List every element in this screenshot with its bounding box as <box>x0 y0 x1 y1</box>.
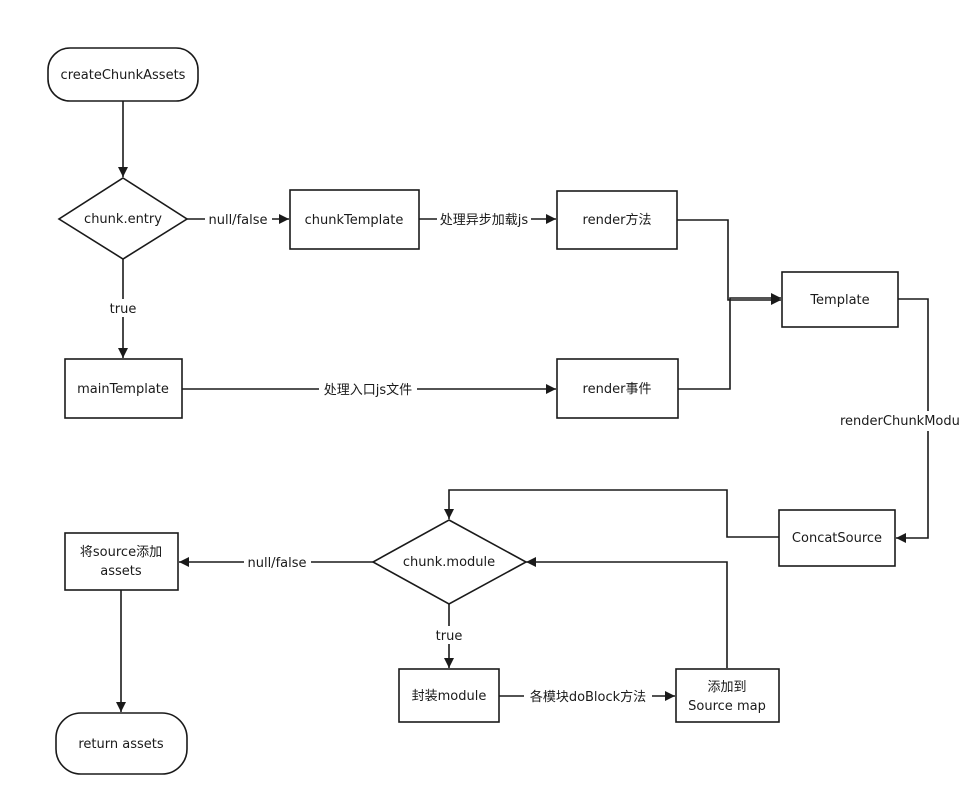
svg-text:mainTemplate: mainTemplate <box>77 382 169 397</box>
edge-sourcemap-to-chunkmodule <box>526 557 728 668</box>
edge-label-render-chunk-modules: renderChunkModules <box>840 414 959 429</box>
svg-text:添加到: 添加到 <box>707 680 746 695</box>
edge-label-module-true: true <box>436 629 463 644</box>
node-render-method: render方法 <box>556 190 678 250</box>
node-chunk-template: chunkTemplate <box>289 189 420 250</box>
svg-text:chunkTemplate: chunkTemplate <box>305 213 404 228</box>
edge-label-entry-js: 处理入口js文件 <box>324 383 412 398</box>
edge-rendermethod-to-template <box>677 219 781 305</box>
node-add-to-source-map: 添加到 Source map <box>675 668 780 723</box>
node-chunk-entry: chunk.entry <box>57 177 189 260</box>
node-template: Template <box>781 271 899 328</box>
node-create-chunk-assets: createChunkAssets <box>47 47 199 102</box>
svg-text:render事件: render事件 <box>583 382 652 397</box>
svg-text:chunk.entry: chunk.entry <box>84 212 162 227</box>
edge-label-entry-true: true <box>110 302 137 317</box>
svg-text:return assets: return assets <box>78 737 163 752</box>
svg-text:封装module: 封装module <box>412 689 487 704</box>
svg-text:render方法: render方法 <box>583 212 652 228</box>
node-chunk-module: chunk.module <box>371 519 528 605</box>
node-render-event: render事件 <box>556 358 679 419</box>
svg-text:Template: Template <box>809 293 869 308</box>
edge-renderevent-to-template <box>678 293 781 390</box>
svg-text:ConcatSource: ConcatSource <box>792 531 882 546</box>
svg-text:assets: assets <box>100 564 142 579</box>
node-return-assets: return assets <box>55 712 188 775</box>
edge-label-entry-false: null/false <box>208 213 267 228</box>
node-main-template: mainTemplate <box>64 358 183 419</box>
edge-concatsource-to-chunkmodule <box>444 489 779 538</box>
node-wrap-module: 封装module <box>398 668 500 723</box>
svg-text:将source添加: 将source添加 <box>80 545 162 560</box>
svg-text:createChunkAssets: createChunkAssets <box>61 68 186 83</box>
node-add-source-to-assets: 将source添加 assets <box>64 532 179 591</box>
edge-label-async-js: 处理异步加载js <box>440 213 529 228</box>
svg-text:Source map: Source map <box>688 699 766 714</box>
edge-label-module-false: null/false <box>247 556 306 571</box>
edges: null/false 处理异步加载js true 处理入口js文件 render… <box>108 101 959 712</box>
edge-label-doblock: 各模块doBlock方法 <box>530 689 646 705</box>
svg-text:chunk.module: chunk.module <box>403 555 495 570</box>
node-concat-source: ConcatSource <box>778 509 896 567</box>
